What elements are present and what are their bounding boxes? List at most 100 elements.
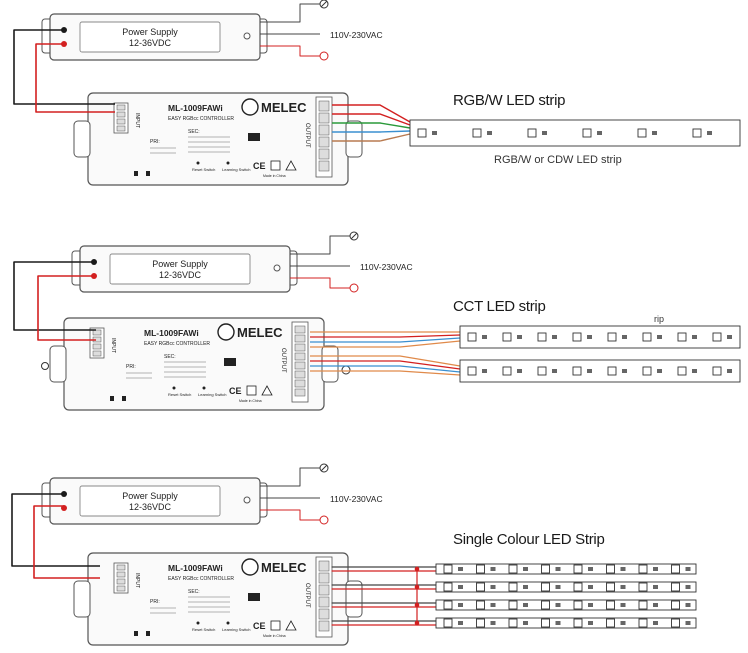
made-in-label: Made in China xyxy=(263,174,286,178)
wire-output-3 xyxy=(332,130,411,133)
led-chip-icon xyxy=(606,564,615,574)
wire-cct-b-0 xyxy=(310,355,461,367)
controller-input-pin xyxy=(92,343,102,350)
wire-output-1 xyxy=(332,113,411,126)
warning-triangle-icon xyxy=(285,620,297,631)
led-chip-icon xyxy=(508,582,518,592)
led-chip-icon xyxy=(443,564,453,574)
controller-input-pin xyxy=(92,350,102,357)
reset-switch-label: Reset Switch xyxy=(192,167,215,172)
resistor-icon xyxy=(652,131,657,135)
mains-wire-earth xyxy=(260,509,320,521)
resistor-icon xyxy=(523,567,528,571)
controller-output-label: OUTPUT xyxy=(280,348,286,373)
controller-input-pin xyxy=(116,571,126,578)
made-in-label: Made in China xyxy=(263,634,286,638)
mains-voltage-label: 110V-230VAC xyxy=(330,30,383,40)
led-chip-icon xyxy=(502,332,512,342)
resistor-icon xyxy=(523,603,528,607)
resistor-icon xyxy=(490,585,496,589)
led-strip-single-1 xyxy=(435,581,697,593)
wire-dc-positive xyxy=(35,43,115,113)
led-chip-icon xyxy=(642,366,652,376)
resistor-icon xyxy=(657,335,662,339)
led-chip-icon xyxy=(537,366,547,376)
led-chip-icon xyxy=(476,582,485,592)
led-chip-icon xyxy=(476,600,485,610)
psu-title: Power Supply xyxy=(122,27,178,37)
controller-output-pin xyxy=(294,325,306,334)
psu-title: Power Supply xyxy=(122,491,178,501)
mains-plug-earth-icon xyxy=(319,51,329,61)
wire-output-0 xyxy=(332,104,411,123)
controller-model: ML-1009FAWi xyxy=(168,563,223,573)
wire-cct-a-1 xyxy=(310,334,461,338)
controller-output-pin xyxy=(294,388,306,397)
controller-output-pin xyxy=(318,136,330,148)
warning-triangle-icon xyxy=(261,385,273,396)
led-chip-icon xyxy=(541,582,550,592)
mains-wire-live xyxy=(260,467,320,487)
resistor-icon xyxy=(552,369,557,373)
wire-cct-a-3 xyxy=(310,340,461,348)
resistor-icon xyxy=(653,621,658,625)
resistor-icon xyxy=(653,585,658,589)
led-chip-icon xyxy=(607,332,617,342)
led-chip-icon xyxy=(692,128,702,138)
led-chip-icon xyxy=(582,128,592,138)
resistor-icon xyxy=(523,621,528,625)
resistor-icon xyxy=(482,335,487,339)
wire-cct-a-2 xyxy=(310,337,461,343)
controller-port-icon xyxy=(224,358,236,366)
led-chip-icon xyxy=(508,600,518,610)
controller-brand: MELEC xyxy=(261,560,307,575)
wire-cct-b-1 xyxy=(310,360,461,370)
controller-input-pin xyxy=(116,585,126,592)
led-chip-icon xyxy=(508,618,518,628)
resistor-icon xyxy=(587,369,592,373)
led-strip-single-0 xyxy=(435,563,697,575)
reset-switch-icon xyxy=(172,386,176,390)
controller-ear-left xyxy=(73,120,91,158)
psu-mains-node xyxy=(273,264,281,272)
controller-output-pin xyxy=(318,572,330,584)
led-chip-icon xyxy=(606,618,615,628)
controller-pri-label: PRI: xyxy=(150,599,160,605)
led-chip-icon xyxy=(541,600,550,610)
resistor-icon xyxy=(555,567,561,571)
controller-output-pin xyxy=(318,620,330,632)
controller-input-label: INPUT xyxy=(134,113,140,128)
led-chip-icon xyxy=(573,564,583,574)
psu-label-panel xyxy=(79,485,221,517)
psu-title: Power Supply xyxy=(152,259,208,269)
controller-output-pin xyxy=(294,370,306,379)
led-chip-icon xyxy=(572,366,582,376)
led-chip-icon xyxy=(671,600,680,610)
led-chip-icon xyxy=(573,582,583,592)
resistor-icon xyxy=(555,621,561,625)
controller-brand: MELEC xyxy=(237,325,283,340)
reset-switch-icon xyxy=(196,621,200,625)
led-chip-icon xyxy=(638,618,648,628)
controller-mount-hole-icon xyxy=(41,362,49,370)
strip-title-rgbw: RGB/W LED strip xyxy=(453,92,566,109)
resistor-icon xyxy=(517,335,522,339)
ce-mark: CE xyxy=(253,161,266,171)
resistor-icon xyxy=(653,567,658,571)
led-strip-cct-1 xyxy=(459,325,741,349)
led-chip-icon xyxy=(642,332,652,342)
controller-input-pin xyxy=(116,564,126,571)
led-chip-icon xyxy=(417,128,427,138)
led-chip-icon xyxy=(607,366,617,376)
reset-switch-icon xyxy=(196,161,200,165)
led-chip-icon xyxy=(541,564,550,574)
mains-wire-earth xyxy=(290,277,350,289)
resistor-icon xyxy=(458,585,463,589)
controller-pri-label: PRI: xyxy=(126,364,136,370)
mains-wire-live xyxy=(260,3,320,23)
resistor-icon xyxy=(458,621,463,625)
controller-output-pin xyxy=(318,160,330,172)
resistor-icon xyxy=(685,585,691,589)
strip-title-cct: CCT LED strip xyxy=(453,298,546,315)
resistor-icon xyxy=(727,335,732,339)
